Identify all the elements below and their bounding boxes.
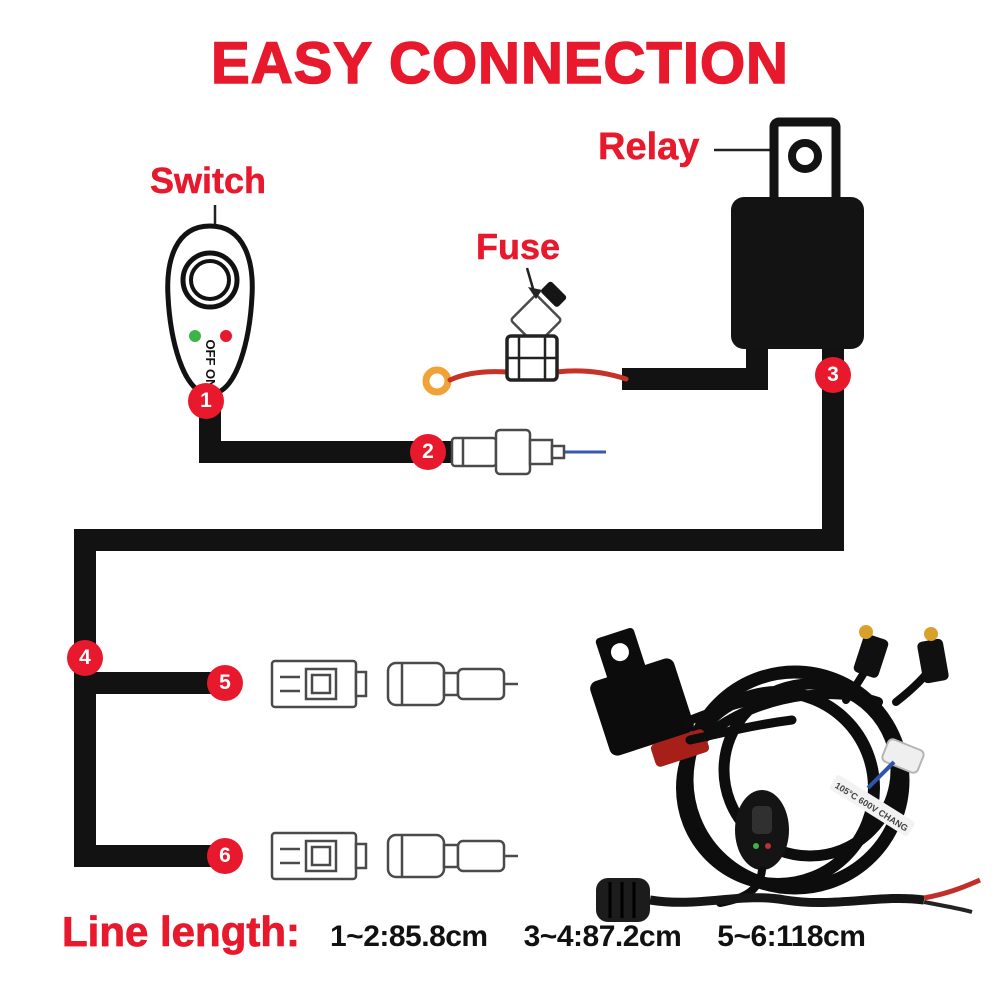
marker-4: 4 <box>67 640 103 676</box>
relay-body <box>731 197 864 349</box>
connector-pair-6 <box>270 831 520 881</box>
photo-black-wire-end <box>923 900 973 914</box>
photo-blue-wire <box>866 760 896 790</box>
ring-terminal <box>422 366 452 396</box>
photo-red-wire-end <box>923 877 982 901</box>
led-green <box>189 330 201 342</box>
switch-label: Switch <box>150 160 267 202</box>
photo-relay <box>590 627 694 756</box>
fuse-cap <box>541 281 567 307</box>
photo-yellow-tip-2 <box>924 627 938 641</box>
line-length-label: Line length: <box>62 908 301 956</box>
marker-6: 6 <box>207 838 243 874</box>
fuse-top <box>510 294 562 346</box>
marker-5: 5 <box>207 665 243 701</box>
marker-3: 3 <box>815 357 851 393</box>
relay-mount-hole <box>788 139 822 173</box>
fuse-circuit <box>422 267 629 396</box>
page-title: EASY CONNECTION <box>210 30 789 97</box>
line-length-row: Line length: 1~2:85.8cm 3~4:87.2cm 5~6:1… <box>62 908 962 956</box>
led-red <box>220 330 232 342</box>
wire-relay-to-outputs <box>74 345 844 867</box>
photo-pigtail-lead <box>596 877 982 922</box>
switch-off-on-print: OFF ON <box>203 339 218 388</box>
measurement-5-6: 5~6:118cm <box>717 920 866 953</box>
connector-pair-5 <box>270 659 520 709</box>
relay-label: Relay <box>598 126 700 169</box>
marker-1: 1 <box>188 383 224 419</box>
fuse-label: Fuse <box>476 226 561 268</box>
photo-bulb-connector-2 <box>917 638 949 684</box>
fuse-pointer-arrowhead <box>528 287 542 299</box>
product-photo: 105°C 600V CHANG <box>590 625 982 922</box>
photo-bulb-connector-1 <box>853 634 889 678</box>
measurement-3-4: 3~4:87.2cm <box>523 920 682 953</box>
fuse-holder <box>505 281 567 382</box>
inline-connector-2 <box>450 428 606 476</box>
fuse-wire-left <box>447 369 510 383</box>
marker-2: 2 <box>410 434 446 470</box>
measurement-1-2: 1~2:85.8cm <box>329 920 488 953</box>
switch-button-inner <box>189 259 231 301</box>
wire-fuse-to-relay <box>622 342 768 390</box>
fuse-pointer-line <box>525 267 536 293</box>
switch-drawing: OFF ON <box>165 205 255 397</box>
fuse-wire-right <box>554 368 629 382</box>
relay-drawing <box>714 117 864 349</box>
photo-yellow-tip-1 <box>859 625 873 639</box>
